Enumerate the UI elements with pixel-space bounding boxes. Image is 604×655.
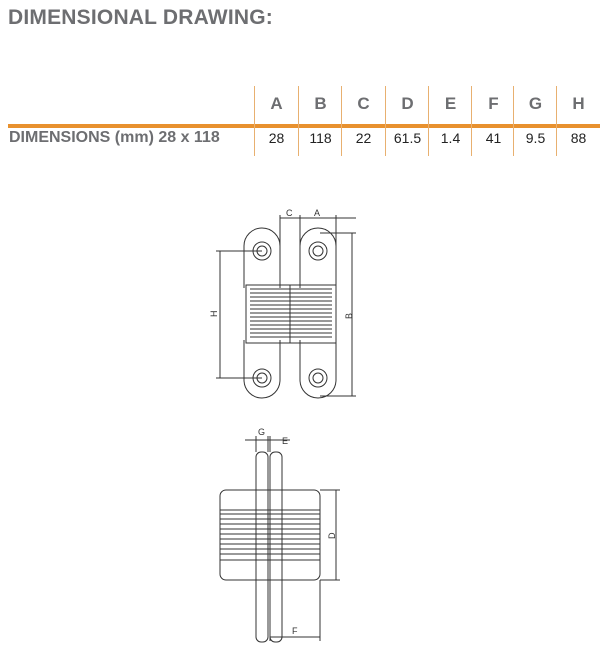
column-header-c: C: [357, 94, 370, 113]
value-b: 118: [309, 130, 332, 146]
svg-text:G: G: [258, 427, 265, 437]
value-g: 9.5: [525, 130, 546, 146]
table-divider: [8, 124, 600, 128]
svg-text:H: H: [209, 311, 219, 318]
column-header-e: E: [444, 94, 457, 113]
svg-text:A: A: [314, 208, 320, 218]
value-e: 1.4: [440, 130, 461, 146]
svg-text:E: E: [282, 436, 288, 446]
column-divider: [341, 86, 342, 156]
column-divider: [428, 86, 429, 156]
column-header-f: F: [488, 94, 499, 113]
column-divider: [385, 86, 386, 156]
value-a: 28: [268, 130, 285, 146]
value-d: 61.5: [393, 130, 422, 146]
value-c: 22: [355, 130, 372, 146]
svg-text:D: D: [327, 532, 337, 539]
column-header-g: G: [528, 94, 543, 113]
column-divider: [471, 86, 472, 156]
svg-text:C: C: [286, 208, 293, 218]
value-h: 88: [570, 130, 587, 146]
column-divider: [513, 86, 514, 156]
hinge-front-view: C A H B: [209, 208, 356, 399]
column-header-h: H: [572, 94, 585, 113]
svg-text:F: F: [292, 626, 298, 636]
column-divider: [254, 86, 255, 156]
column-header-b: B: [314, 94, 327, 113]
column-divider: [298, 86, 299, 156]
row-label: DIMENSIONS (mm) 28 x 118: [9, 129, 220, 146]
value-f: 41: [485, 130, 502, 146]
page-title: DIMENSIONAL DRAWING:: [8, 6, 273, 29]
column-divider: [556, 86, 557, 156]
svg-text:B: B: [344, 313, 354, 319]
hinge-side-view: G E D F: [219, 427, 340, 643]
column-header-d: D: [401, 94, 414, 113]
column-header-a: A: [270, 94, 283, 113]
